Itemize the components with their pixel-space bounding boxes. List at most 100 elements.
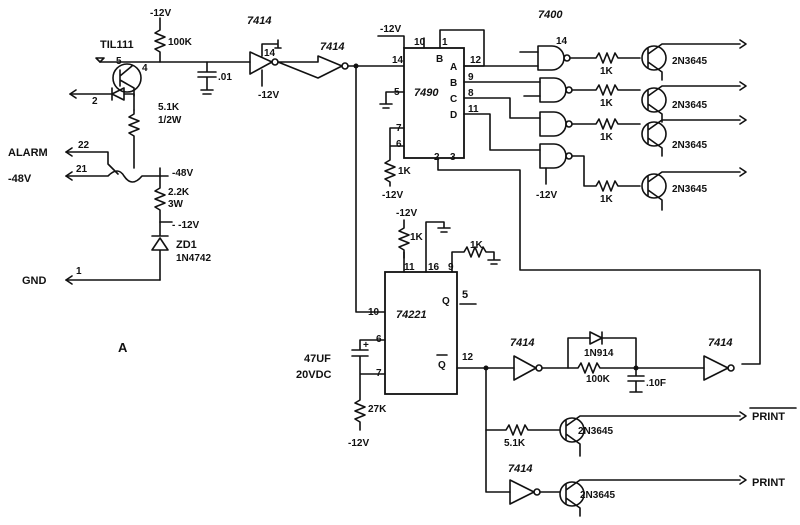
buffer-stage: 7414 14 -12V 7414 (247, 15, 405, 313)
timing-network (351, 339, 386, 431)
resistor-print-5k1 (485, 367, 561, 436)
wire-gate2-in (463, 81, 541, 97)
transistor-print-bottom-leads (565, 479, 741, 517)
label-inv-a: 7414 (510, 337, 534, 349)
nand-bubble (565, 152, 573, 160)
pin-14: 14 (392, 55, 404, 66)
inverter-7414-d-icon (703, 355, 729, 381)
output-b: B (450, 78, 457, 89)
pin-12: 12 (470, 55, 482, 66)
arrow-left-icon (65, 275, 73, 285)
pin-10: 10 (414, 37, 426, 48)
label-2k2-rating: 3W (168, 199, 184, 210)
wire-feedback-loop (437, 157, 761, 365)
arrow-right-icon (739, 411, 747, 421)
resistor-driver-4 (571, 155, 641, 192)
wire-inv1-supply (261, 39, 282, 57)
inverter-bubble (341, 62, 349, 70)
resistor-74221-1k-top (398, 219, 410, 273)
label-neg48: -48V (8, 173, 32, 185)
label-74221-vneg: -12V (396, 208, 417, 219)
wire-alarm (65, 151, 119, 175)
chip-7490-body (403, 47, 465, 159)
transistor-leads (647, 39, 747, 81)
inverter-7414-b-icon (277, 55, 343, 79)
pin-10: 10 (368, 307, 380, 318)
nand-gate-1-icon (537, 45, 565, 71)
npn-transistor-icon (559, 417, 585, 443)
label-cap-01: .01 (218, 72, 232, 83)
label-inv1: 7414 (247, 15, 271, 27)
npn-transistor-icon (641, 87, 667, 113)
label-7490-r-vneg: -12V (382, 190, 403, 201)
label-2n3645: 2N3645 (672, 184, 707, 195)
resistor-74221-1k-side (451, 246, 501, 273)
label-zd1: ZD1 (176, 239, 197, 251)
npn-transistor-icon (641, 45, 667, 71)
label-q-pin: 5 (462, 289, 468, 301)
label-2n3645: 2N3645 (672, 56, 707, 67)
resistor-5k1 (128, 109, 140, 169)
capacitor-feedback (627, 367, 645, 393)
wire-7490-vneg (377, 35, 425, 49)
output-a: A (450, 62, 457, 73)
pin-11: 11 (468, 104, 479, 115)
label-feedback-100k: 100K (586, 374, 611, 385)
label-gnd-pin: 1 (76, 266, 82, 277)
label-1n4742: 1N4742 (176, 253, 211, 264)
label-12v-node: - -12V (172, 220, 200, 231)
pin-9: 9 (468, 72, 474, 83)
pin-1: 1 (442, 37, 448, 48)
pin-12: 12 (462, 352, 474, 363)
optocoupler-transistor-icon (112, 63, 142, 93)
ground-7490 (379, 91, 405, 109)
output-c: C (450, 94, 457, 105)
wire-to-74221 (355, 65, 386, 313)
label-print-2n3645-top: 2N3645 (578, 426, 613, 437)
label-feedback-cap: .10F (646, 378, 666, 389)
pin-11: 11 (404, 262, 415, 273)
label-print-5k1: 5.1K (504, 438, 526, 449)
nand-gate-2-icon (539, 77, 567, 103)
label-2k2: 2.2K (168, 187, 190, 198)
label-qbar: Q (438, 360, 446, 371)
label-inv1-vneg: -12V (258, 90, 279, 101)
nand-bubble (565, 86, 573, 94)
label-7400: 7400 (538, 9, 563, 21)
label-1n914: 1N914 (584, 348, 614, 359)
figure-label: A (118, 340, 128, 355)
arrow-right-icon (739, 475, 747, 485)
resistor-2k2 (154, 167, 166, 223)
transistor-driver-3: 2N3645 (641, 115, 747, 157)
counter-7490: 7490 14 10 1 12 9 8 11 5 7 6 2 3 B A B C… (377, 24, 761, 365)
label-driver-r2: 1K (600, 98, 614, 109)
resistor-feedback-100k (567, 362, 637, 374)
label-pin2: 2 (92, 96, 98, 107)
transistor-print-top-leads (565, 415, 741, 457)
label-2n3645: 2N3645 (672, 140, 707, 151)
ground-tick-icon (95, 57, 105, 63)
transistor-driver-2: 2N3645 (641, 81, 747, 123)
wire-print-inv (485, 429, 511, 493)
nand-bubble (565, 120, 573, 128)
pin-16: 16 (428, 262, 440, 273)
label-27k: 27K (368, 404, 387, 415)
label-2n3645: 2N3645 (672, 100, 707, 111)
label-print: PRINT (752, 477, 785, 489)
label-inv1-pin: 14 (264, 48, 276, 59)
pin-6: 6 (396, 139, 402, 150)
wire-74221-top (403, 221, 451, 273)
label-7400-vneg: -12V (536, 190, 557, 201)
nand-bubble (563, 54, 571, 62)
inverter-7414-a-icon (249, 51, 273, 75)
output-d: D (450, 110, 457, 121)
label-driver-r1: 1K (600, 66, 614, 77)
label-alarm-pin: 22 (78, 140, 90, 151)
label-print-bar: PRINT (752, 411, 785, 423)
inverter-bubble (271, 58, 279, 66)
label-74221: 74221 (396, 309, 427, 321)
pin-b-label: B (436, 54, 443, 65)
oneshot-74221: 74221 11 16 9 10 6 7 12 Q 5 Q -12V 1K 1K… (296, 208, 501, 449)
transistor-leads (647, 81, 747, 123)
